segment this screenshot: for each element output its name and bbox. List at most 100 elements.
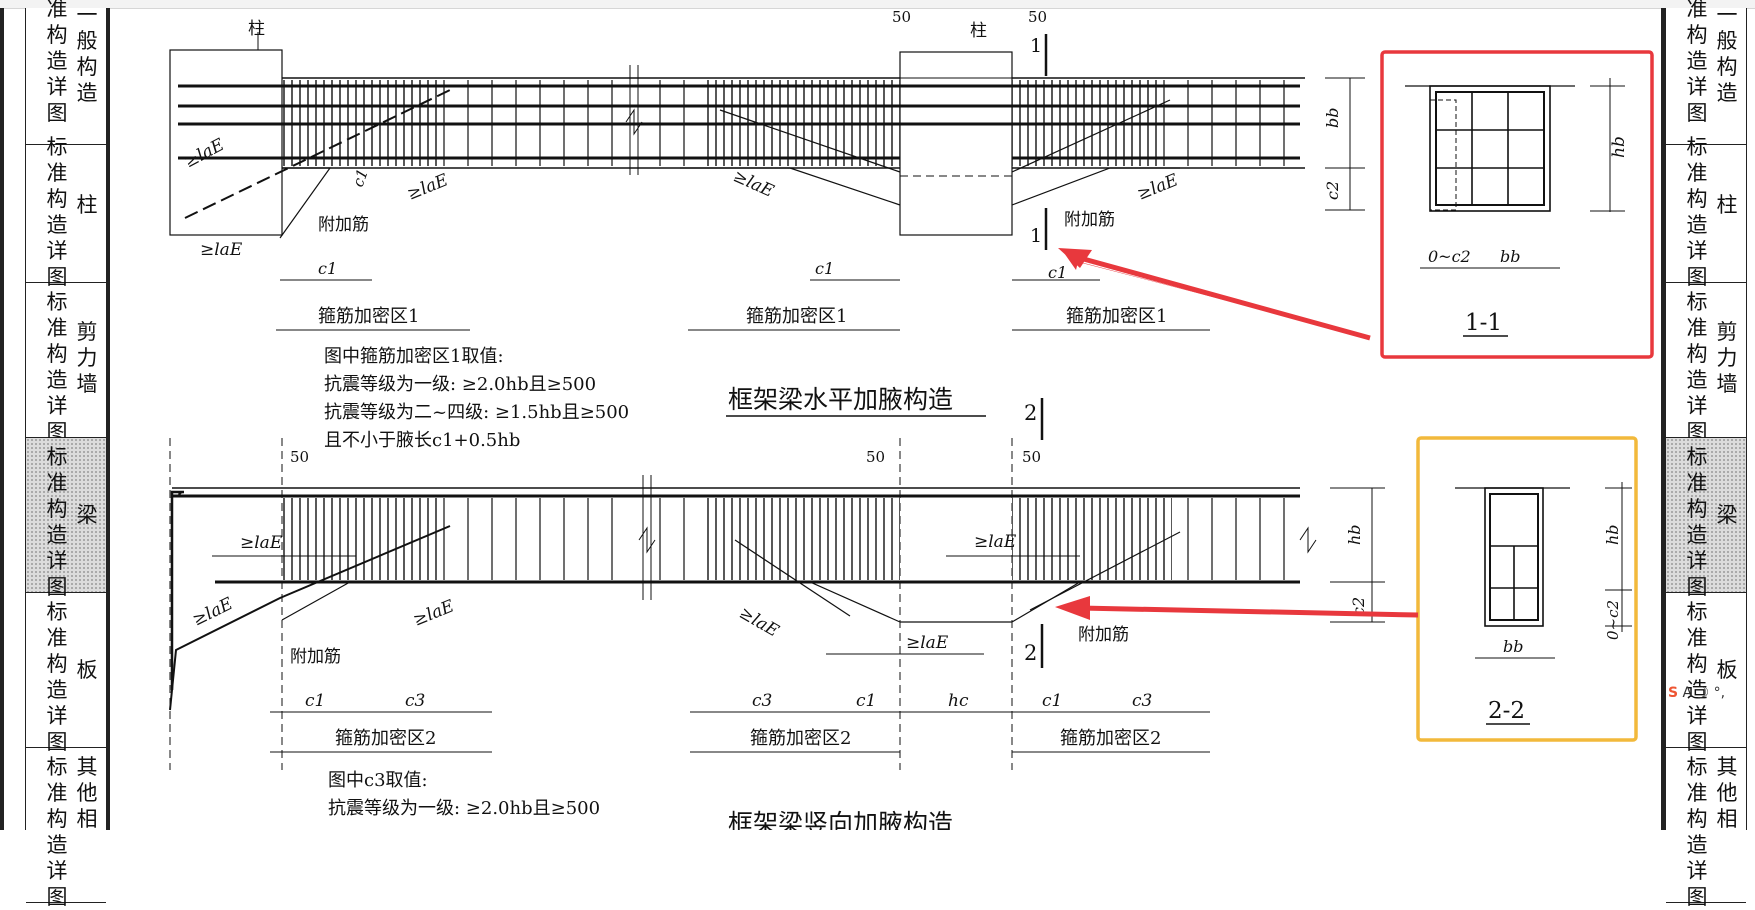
section-mark-1: 1 xyxy=(1030,35,1042,57)
ime-toolbar-items[interactable]: A ☽ °, xyxy=(1682,685,1726,701)
tab-subject: 一般构造 xyxy=(1716,3,1738,105)
section-1-highlight-box[interactable] xyxy=(1380,50,1654,359)
haunch-bar xyxy=(734,539,851,617)
extra-bar-label: 附加筋 xyxy=(290,647,341,667)
haunch-center-left xyxy=(680,167,901,206)
stirrup-zone xyxy=(282,498,437,580)
hc-label: hc xyxy=(948,691,969,711)
section-2-highlight-box[interactable] xyxy=(1416,436,1638,742)
c1-label: c1 xyxy=(318,259,337,278)
right-tab-column-detail[interactable]: 标准构造详图 柱 xyxy=(1666,128,1746,289)
break-zigzag xyxy=(638,526,656,554)
ime-toolbar[interactable]: S A ☽ °, xyxy=(1668,685,1725,701)
dim-50-right: 50 xyxy=(1028,8,1047,26)
anchor-length-label: ≥laE xyxy=(736,603,783,642)
bb-label: bb xyxy=(1323,108,1342,128)
arrow-head-1 xyxy=(1058,248,1092,268)
section-2-dim-0c2: 0~c2 xyxy=(1604,600,1622,640)
zone-label: 箍筋加密区1 xyxy=(1066,306,1167,327)
stirrup-zone xyxy=(437,498,617,580)
stirrup-zone xyxy=(1012,498,1172,580)
anchor-length-label: ≥laE xyxy=(974,532,1017,552)
tab-subject: 剪力墙 xyxy=(76,320,98,396)
c1-label: c1 xyxy=(349,166,372,189)
section-mark-1: 1 xyxy=(1030,225,1042,247)
column-label-left: 柱 xyxy=(248,19,265,39)
anchor-length-label: ≥laE xyxy=(189,594,236,631)
section-2-label: 2-2 xyxy=(1488,698,1525,724)
anchor-length-label: ≥laE xyxy=(1134,170,1181,205)
bottom-diagram: ≥laE ≥laE ≥laE ≥laE ≥laE ≥laE 附加筋 附加筋 hb… xyxy=(169,398,1385,830)
tab-subject: 板 xyxy=(1716,658,1738,682)
tab-title: 标准构造详图 xyxy=(1686,445,1708,599)
extra-bar-label: 附加筋 xyxy=(1078,625,1129,645)
haunch-bar xyxy=(719,109,901,173)
top-diagram-title: 框架梁水平加腋构造 xyxy=(728,385,953,414)
tab-title: 标准构造详图 xyxy=(1686,600,1708,754)
c1-label: c1 xyxy=(815,259,834,278)
haunch-left xyxy=(279,167,332,239)
dim-50-left: 50 xyxy=(892,8,911,26)
tab-subject: 柱 xyxy=(76,193,98,217)
left-tab-beam[interactable]: 标准构造详图 梁 xyxy=(26,438,106,599)
c3-label: c3 xyxy=(752,691,772,711)
dim-50: 50 xyxy=(866,448,885,466)
tab-title: 标准构造详图 xyxy=(46,600,68,754)
tab-title: 标准构造详图 xyxy=(46,445,68,599)
note-line: 抗震等级为一级: ≥2.0hb且≥500 xyxy=(328,798,600,819)
column-label-center: 柱 xyxy=(970,21,987,41)
tab-title: 准构造详图 xyxy=(46,0,68,125)
drawing-sheet: 柱 柱 50 50 ≥laE xyxy=(169,8,1654,830)
anchor-length-label: ≥laE xyxy=(410,596,457,631)
left-tab-column-detail[interactable]: 标准构造详图 柱 xyxy=(26,128,106,289)
tab-title: 标准构造详图 xyxy=(46,135,68,289)
section-outline xyxy=(1429,85,1551,212)
stirrup-zone xyxy=(282,80,442,166)
tab-subject: 一般构造 xyxy=(76,3,98,105)
right-tab-beam[interactable]: 标准构造详图 梁 xyxy=(1666,438,1746,599)
haunch-center-right xyxy=(1011,167,1180,206)
section-mark-2: 2 xyxy=(1024,641,1037,665)
bottom-diagram-title: 框架梁竖向加腋构造 xyxy=(728,809,953,830)
stirrup-outline xyxy=(1435,91,1545,206)
right-tab-general[interactable]: 准构造详图 一般构造 xyxy=(1666,0,1746,145)
tab-title: 标准构造详图 xyxy=(46,290,68,444)
note-line: 抗震等级为二~四级: ≥1.5hb且≥500 xyxy=(324,402,629,423)
tab-subject: 其他相 xyxy=(1716,755,1738,831)
column-outline-left xyxy=(169,49,283,236)
anchor-length-label: ≥laE xyxy=(181,135,228,173)
extra-bar-label: 附加筋 xyxy=(1064,210,1115,230)
c2-label: c2 xyxy=(1323,181,1342,200)
hb-label: hb xyxy=(1345,524,1364,545)
stirrup-zone xyxy=(442,80,622,166)
left-tab-column: 准构造详图 一般构造 标准构造详图 柱 标准构造详图 剪力墙 标准构造详图 梁 … xyxy=(25,0,107,909)
haunch-left xyxy=(281,581,353,621)
page-edge-left xyxy=(0,8,4,830)
left-tab-general[interactable]: 准构造详图 一般构造 xyxy=(26,0,106,145)
c3-label: c3 xyxy=(405,691,425,711)
zone-label: 箍筋加密区2 xyxy=(335,728,436,749)
stirrup-zone xyxy=(655,498,705,580)
stirrup-zone xyxy=(1012,80,1162,166)
zone-label: 箍筋加密区2 xyxy=(750,728,851,749)
right-tab-slab[interactable]: 标准构造详图 板 xyxy=(1666,593,1746,754)
c1-label: c1 xyxy=(305,691,325,711)
tab-subject: 梁 xyxy=(76,503,98,527)
dim-50: 50 xyxy=(290,448,309,466)
ime-brand-icon[interactable]: S xyxy=(1668,685,1679,701)
note-line: 图中箍筋加密区1取值: xyxy=(324,346,504,367)
callout-arrows xyxy=(1055,248,1419,620)
section-1-dim-0c2: 0~c2 xyxy=(1428,247,1471,266)
section-2-dim-hb: hb xyxy=(1603,524,1622,545)
page-edge-left-inner xyxy=(106,8,110,830)
stirrup-zone xyxy=(705,498,900,580)
c1-label: c1 xyxy=(1042,691,1062,711)
left-tab-slab[interactable]: 标准构造详图 板 xyxy=(26,593,106,754)
haunch-bar xyxy=(1011,99,1171,173)
zone-label: 箍筋加密区1 xyxy=(318,306,419,327)
left-tab-shear-wall[interactable]: 标准构造详图 剪力墙 xyxy=(26,283,106,444)
stirrup-zone xyxy=(702,80,900,166)
note-line: 且不小于腋长c1+0.5hb xyxy=(324,430,520,451)
tab-title: 标准构造详图 xyxy=(1686,135,1708,289)
arrow-head-2 xyxy=(1055,596,1090,620)
